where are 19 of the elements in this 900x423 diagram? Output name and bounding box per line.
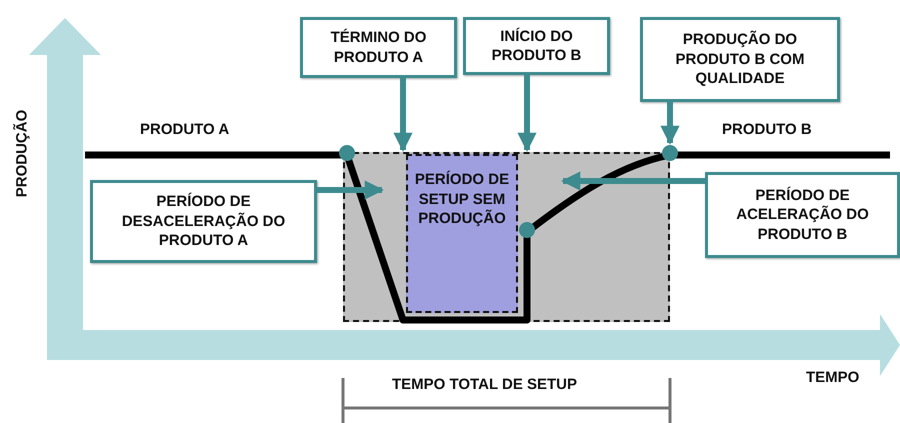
callout-box: PERÍODO DE DESACELERAÇÃO DO PRODUTO A (90, 180, 317, 263)
axis-label: PRODUÇÃO (13, 110, 30, 198)
marker-dot (662, 145, 678, 161)
arrow (561, 171, 705, 191)
callout-box: PERÍODO DE ACELERAÇÃO DO PRODUTO B (705, 172, 900, 258)
callout-box: TÉRMINO DO PRODUTO A (300, 17, 457, 78)
series-label: PRODUTO B (722, 121, 812, 138)
dimension-label: TEMPO TOTAL DE SETUP (392, 376, 578, 393)
callout-box: INÍCIO DO PRODUTO B (463, 17, 610, 75)
arrow (393, 78, 413, 152)
setup-box: PERÍODO DE SETUP SEM PRODUÇÃO (406, 154, 518, 313)
arrow (660, 102, 680, 145)
axis-label: TEMPO (806, 369, 860, 386)
callout-box: PRODUÇÃO DO PRODUTO B COM QUALIDADE (640, 17, 840, 102)
series-label: PRODUTO A (140, 121, 230, 138)
marker-dot (339, 145, 355, 161)
arrow (517, 75, 537, 152)
setup-region (343, 152, 670, 322)
arrow (317, 180, 384, 200)
